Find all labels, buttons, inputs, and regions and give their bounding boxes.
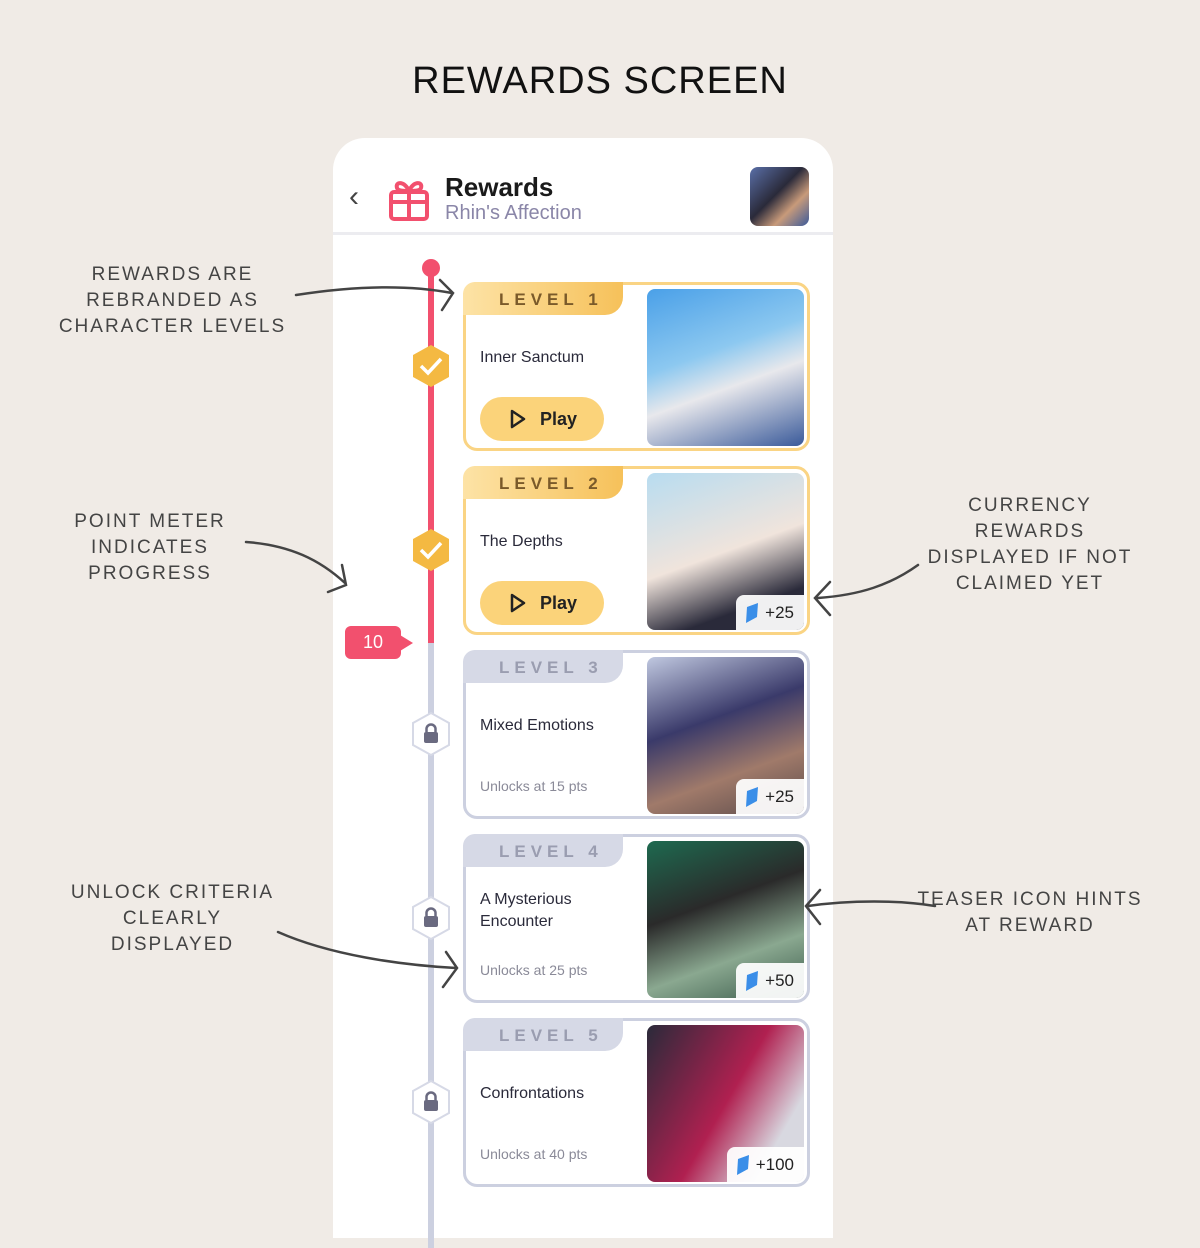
header-title: Rewards [445,172,554,202]
play-icon [510,593,526,613]
play-label: Play [540,408,578,429]
meter-start-dot [422,259,440,277]
character-image: +25 [647,473,804,630]
level-card: LEVEL 5 Confrontations Unlocks at 40 pts… [463,1018,810,1187]
gem-icon [736,1154,749,1175]
currency-amount: +100 [755,1154,794,1174]
annotation-levels: Rewards are rebranded as character level… [58,264,287,337]
character-image: +25 [647,657,804,814]
level-tab: LEVEL 4 [463,834,623,867]
level-card: LEVEL 4 A Mysterious Encounter Unlocks a… [463,834,810,1003]
lock-icon [412,712,450,756]
character-image [647,289,804,446]
level-title: Inner Sanctum [480,349,585,366]
level-card: LEVEL 3 Mixed Emotions Unlocks at 15 pts… [463,650,810,819]
currency-reward: +100 [726,1147,804,1182]
check-icon [413,529,449,571]
level-tab: LEVEL 2 [463,466,623,499]
currency-reward: +50 [736,963,804,998]
unlock-criteria: Unlocks at 25 pts [480,962,588,978]
gem-icon [746,786,759,807]
annotation-teaser: Teaser icon hints at reward [917,889,1143,936]
back-button[interactable]: ‹ [349,180,359,213]
level-title: Mixed Emotions [480,717,594,734]
level-card[interactable]: LEVEL 2 The Depths Play +25 [463,466,810,635]
header: ‹ Rewards Rhin's Affection [333,138,833,235]
unlock-criteria: Unlocks at 15 pts [480,778,588,794]
meter-fill [428,268,434,643]
character-image: +50 [647,841,804,998]
lock-icon [412,896,450,940]
meter-track [428,268,434,1248]
level-tab: LEVEL 3 [463,650,623,683]
points-badge: 10 [345,626,413,659]
annotation-unlock: Unlock criteria clearly displayed [70,882,275,955]
gem-icon [746,970,759,991]
play-button[interactable]: Play [480,581,604,625]
rewards-screen: ‹ Rewards Rhin's Affection 10 LEVEL 1 In… [333,138,833,1248]
currency-amount: +25 [765,602,794,622]
level-title: The Depths [480,533,563,550]
play-icon [510,409,526,429]
currency-amount: +25 [765,786,794,806]
gem-icon [746,602,759,623]
annotation-meter: Point meter indicates progress [74,511,226,584]
play-button[interactable]: Play [480,397,604,441]
level-tab: LEVEL 5 [463,1018,623,1051]
check-icon [413,345,449,387]
level-title: Confrontations [480,1085,585,1102]
currency-reward: +25 [736,595,804,630]
level-title: A Mysterious Encounter [480,891,572,930]
lock-icon [412,1080,450,1124]
gift-icon [389,181,429,221]
character-avatar[interactable] [750,167,809,226]
level-tab: LEVEL 1 [463,282,623,315]
annotation-currency: Currency rewards displayed if not claime… [927,495,1133,594]
unlock-criteria: Unlocks at 40 pts [480,1146,588,1162]
annotation-arrows [244,278,937,989]
currency-reward: +25 [736,779,804,814]
level-card[interactable]: LEVEL 1 Inner Sanctum Play [463,282,810,451]
play-label: Play [540,592,578,613]
page-title: REWARDS SCREEN [412,60,788,102]
character-image: +100 [647,1025,804,1182]
header-subtitle: Rhin's Affection [445,202,582,224]
currency-amount: +50 [765,970,794,990]
